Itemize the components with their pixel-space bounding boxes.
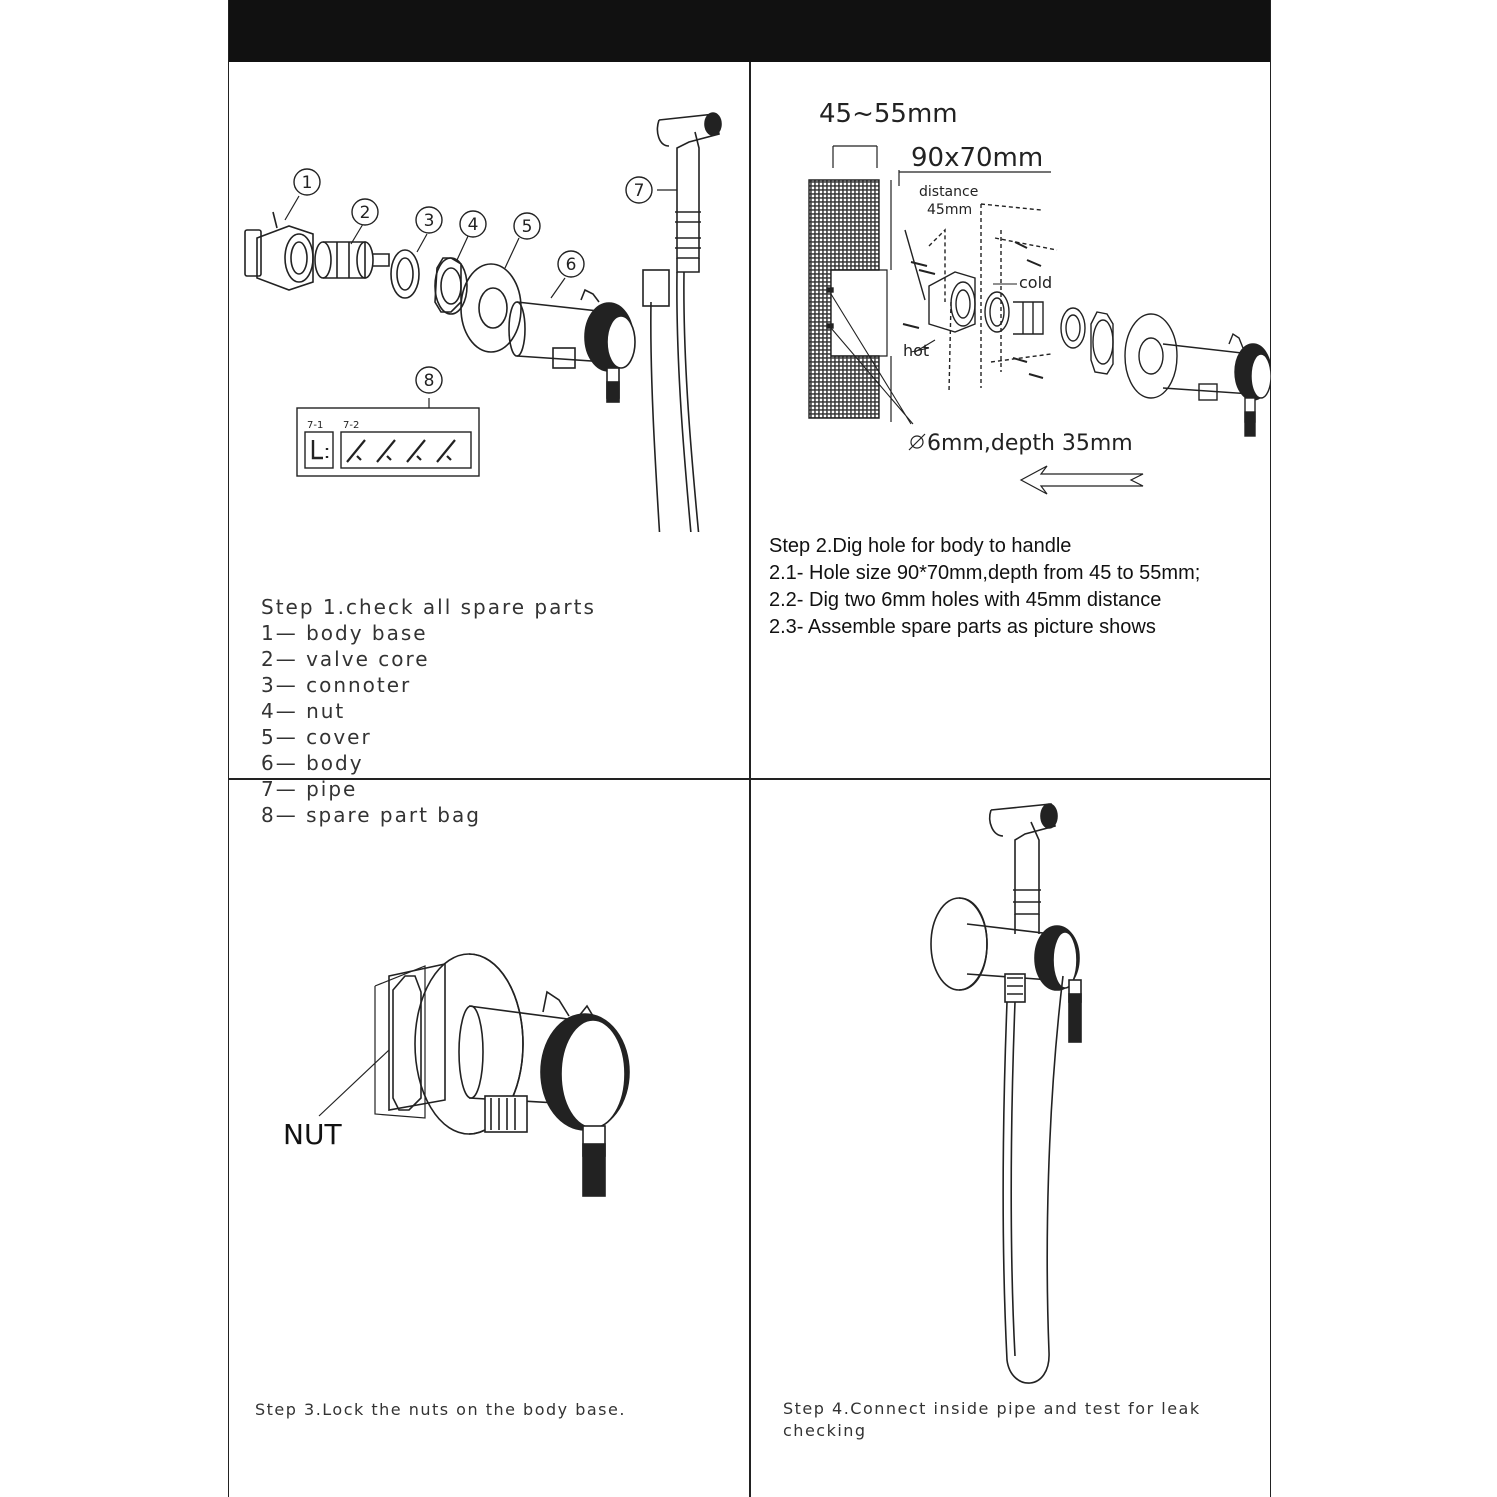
step2-title: Step 2.Dig hole for body to handle <box>769 535 1072 557</box>
nut-part <box>434 257 468 315</box>
step4-connection-diagram <box>930 803 1082 1384</box>
cover-part <box>460 263 522 353</box>
callouts <box>293 168 653 394</box>
step2-drilling-diagram: 45~55mm 90x70mm distance 45mm cold hot 6… <box>808 99 1271 495</box>
screws-and-anchors <box>902 241 1044 379</box>
spare-part-bag <box>296 407 480 477</box>
assembly-parts <box>902 203 1271 437</box>
pipe-part <box>642 112 722 532</box>
step1-item: 7— pipe <box>261 777 358 801</box>
drill-spec: 6mm,depth 35mm <box>927 431 1133 456</box>
callout-5: 5 <box>522 217 533 237</box>
valve-core-part <box>314 241 390 279</box>
body-base-part <box>244 211 314 291</box>
callout-3: 3 <box>424 211 435 231</box>
direction-arrow <box>1019 465 1144 495</box>
step1-item: 4— nut <box>261 699 346 723</box>
step1-item: 8— spare part bag <box>261 803 481 827</box>
distance-label: distance <box>919 184 978 200</box>
step2-line: 2.1- Hole size 90*70mm,depth from 45 to … <box>769 562 1201 584</box>
wall-cross-section <box>808 179 880 419</box>
callout-6: 6 <box>566 255 577 275</box>
callout-2: 2 <box>360 203 371 223</box>
bag-label-7-1: 7-1 <box>307 420 323 431</box>
step4-title: Step 4.Connect inside pipe and test for … <box>783 1399 1201 1440</box>
callout-8: 8 <box>424 371 435 391</box>
header-bar <box>229 0 1270 62</box>
step1-title: Step 1.check all spare parts <box>261 595 596 619</box>
exploded-parts-diagram: 1 2 3 4 5 6 7 8 7-1 <box>244 112 722 532</box>
panel-step-1: 1 2 3 4 5 6 7 8 7-1 <box>229 62 749 827</box>
step1-item: 3— connoter <box>261 673 412 697</box>
horizontal-divider <box>229 778 1270 780</box>
vertical-divider <box>749 62 751 1497</box>
step2-line: 2.3- Assemble spare parts as picture sho… <box>769 616 1156 638</box>
distance-value: 45mm <box>927 202 972 218</box>
step1-item: 5— cover <box>261 725 372 749</box>
leader-lines <box>284 189 677 408</box>
callout-7: 7 <box>634 181 645 201</box>
hole-dimension: 90x70mm <box>911 143 1043 173</box>
connector-part <box>390 249 420 299</box>
step1-text: Step 1.check all spare parts 1— body bas… <box>261 594 596 828</box>
nut-label: NUT <box>283 1118 342 1151</box>
step2-text: Step 2.Dig hole for body to handle 2.1- … <box>769 533 1200 641</box>
hot-label: hot <box>903 341 929 360</box>
step1-item: 6— body <box>261 751 364 775</box>
callout-4: 4 <box>468 215 479 235</box>
step1-item: 1— body base <box>261 621 428 645</box>
step3-nut-diagram: NUT <box>283 953 630 1197</box>
instruction-sheet: 1 2 3 4 5 6 7 8 7-1 <box>228 0 1271 1497</box>
bag-label-7-2: 7-2 <box>343 420 359 431</box>
step3-title: Step 3.Lock the nuts on the body base. <box>255 1400 626 1419</box>
depth-dimension: 45~55mm <box>819 99 958 129</box>
step1-item: 2— valve core <box>261 647 430 671</box>
callout-1: 1 <box>302 173 313 193</box>
body-part <box>508 288 636 403</box>
cold-label: cold <box>1019 273 1052 292</box>
step2-line: 2.2- Dig two 6mm holes with 45mm distanc… <box>769 589 1162 611</box>
